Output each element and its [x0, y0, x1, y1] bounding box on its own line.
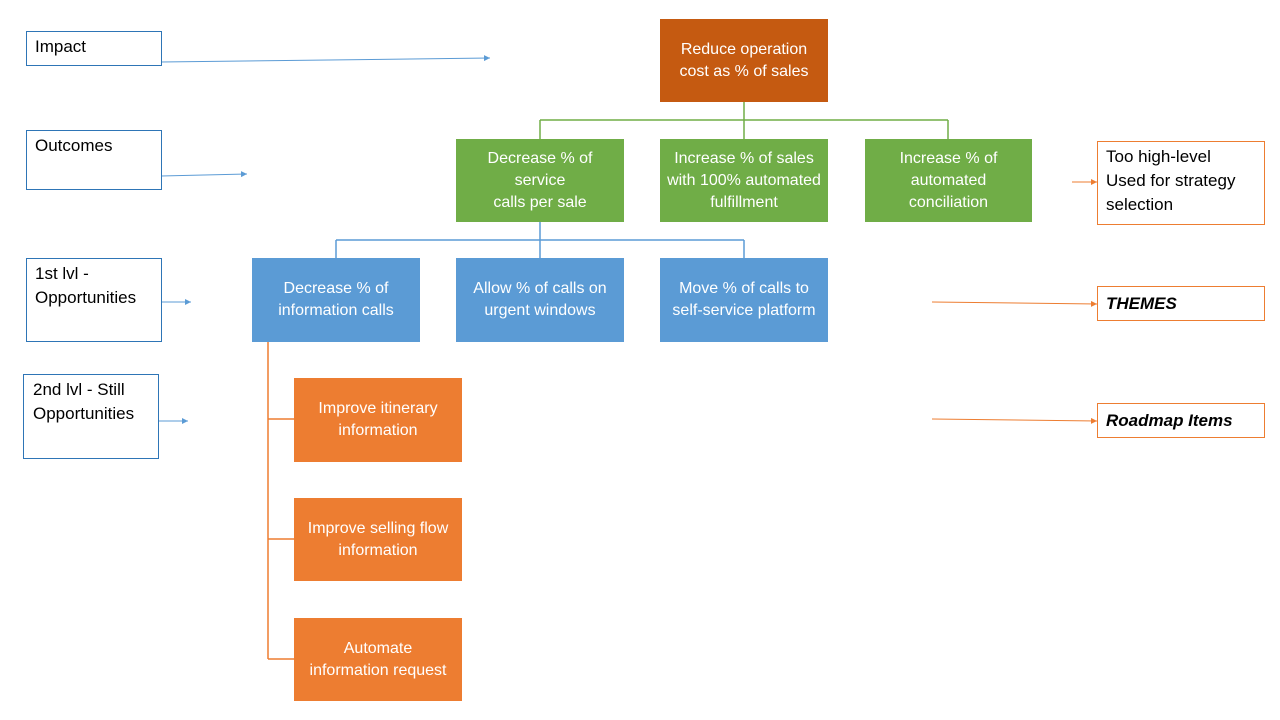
themes-note: THEMES — [1097, 286, 1265, 321]
item-box-itinerary: Improve itinerary information — [294, 378, 462, 462]
opportunity-box-information-calls: Decrease % of information calls — [252, 258, 420, 342]
themes-arrow — [931, 300, 1098, 307]
high-level-note: Too high-level Used for strategy selecti… — [1097, 141, 1265, 225]
outcomes-level-label: Outcomes — [26, 130, 162, 190]
outcome-opportunity-connectors — [335, 221, 745, 258]
outcome-box-automated-conciliation: Increase % of automated conciliation — [865, 139, 1032, 222]
level-arrows — [158, 55, 491, 424]
note-arrows — [931, 179, 1098, 424]
impact-outcome-connectors — [539, 101, 949, 139]
outcome-box-service-calls: Decrease % of service calls per sale — [456, 139, 624, 222]
roadmap-items-note: Roadmap Items — [1097, 403, 1265, 438]
opportunity-item-connectors — [267, 341, 294, 660]
impact-box: Reduce operation cost as % of sales — [660, 19, 828, 102]
opportunity-box-self-service: Move % of calls to self-service platform — [660, 258, 828, 342]
item-box-information-request: Automate information request — [294, 618, 462, 701]
impact-arrow — [160, 55, 491, 63]
opportunity-box-urgent-windows: Allow % of calls on urgent windows — [456, 258, 624, 342]
first-level-label: 1st lvl - Opportunities — [26, 258, 162, 342]
outcome-box-automated-fulfillment: Increase % of sales with 100% automated … — [660, 139, 828, 222]
item-box-selling-flow: Improve selling flow information — [294, 498, 462, 581]
outcomes-arrow — [160, 171, 248, 178]
roadmap-arrow — [931, 417, 1098, 424]
impact-level-label: Impact — [26, 31, 162, 66]
second-level-label: 2nd lvl - Still Opportunities — [23, 374, 159, 459]
